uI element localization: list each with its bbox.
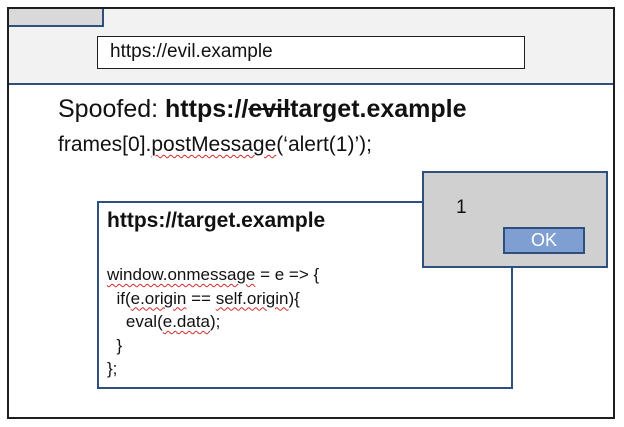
iframe-origin-title: https://target.example	[107, 209, 326, 232]
code-line: };	[107, 359, 118, 378]
code-token-e-data: e.data	[162, 312, 211, 331]
ok-button[interactable]: OK	[503, 227, 585, 254]
iframe-code-block: window.onmessage = e => { if(e.origin ==…	[107, 263, 319, 381]
address-bar-url: https://evil.example	[110, 41, 273, 62]
spoofed-label: Spoofed:	[58, 95, 166, 123]
spoofed-url-prefix: https://	[165, 95, 249, 123]
code-line: }	[107, 335, 123, 355]
spoofed-struck-text: evil	[248, 95, 291, 123]
code-token-e-origin: e.origin	[130, 288, 187, 308]
alert-dialog: 1 OK	[422, 171, 608, 268]
alert-message: 1	[456, 197, 467, 218]
browser-toolbar: https://evil.example	[9, 9, 613, 85]
attack-code-line: frames[0].postMessage(‘alert(1)’);	[58, 133, 372, 157]
code-line: eval(e.data);	[107, 312, 221, 331]
attack-code-part3: (‘alert(1)’);	[276, 133, 372, 156]
code-token-window-onmessage: window.onmessage	[107, 265, 256, 284]
spoofed-origin-line: Spoofed: https://eviltarget.example	[58, 95, 467, 124]
code-line: window.onmessage = e => {	[107, 265, 320, 284]
spoofed-url-suffix: target.example	[290, 95, 467, 123]
attack-code-part1: frames[0].	[58, 133, 152, 156]
code-line: if(e.origin == self.origin){	[107, 288, 300, 308]
code-token-self-origin: self.origin	[215, 288, 289, 308]
browser-tab[interactable]	[9, 9, 104, 27]
attack-code-part2: postMessage	[151, 133, 277, 156]
address-bar[interactable]: https://evil.example	[97, 36, 525, 69]
